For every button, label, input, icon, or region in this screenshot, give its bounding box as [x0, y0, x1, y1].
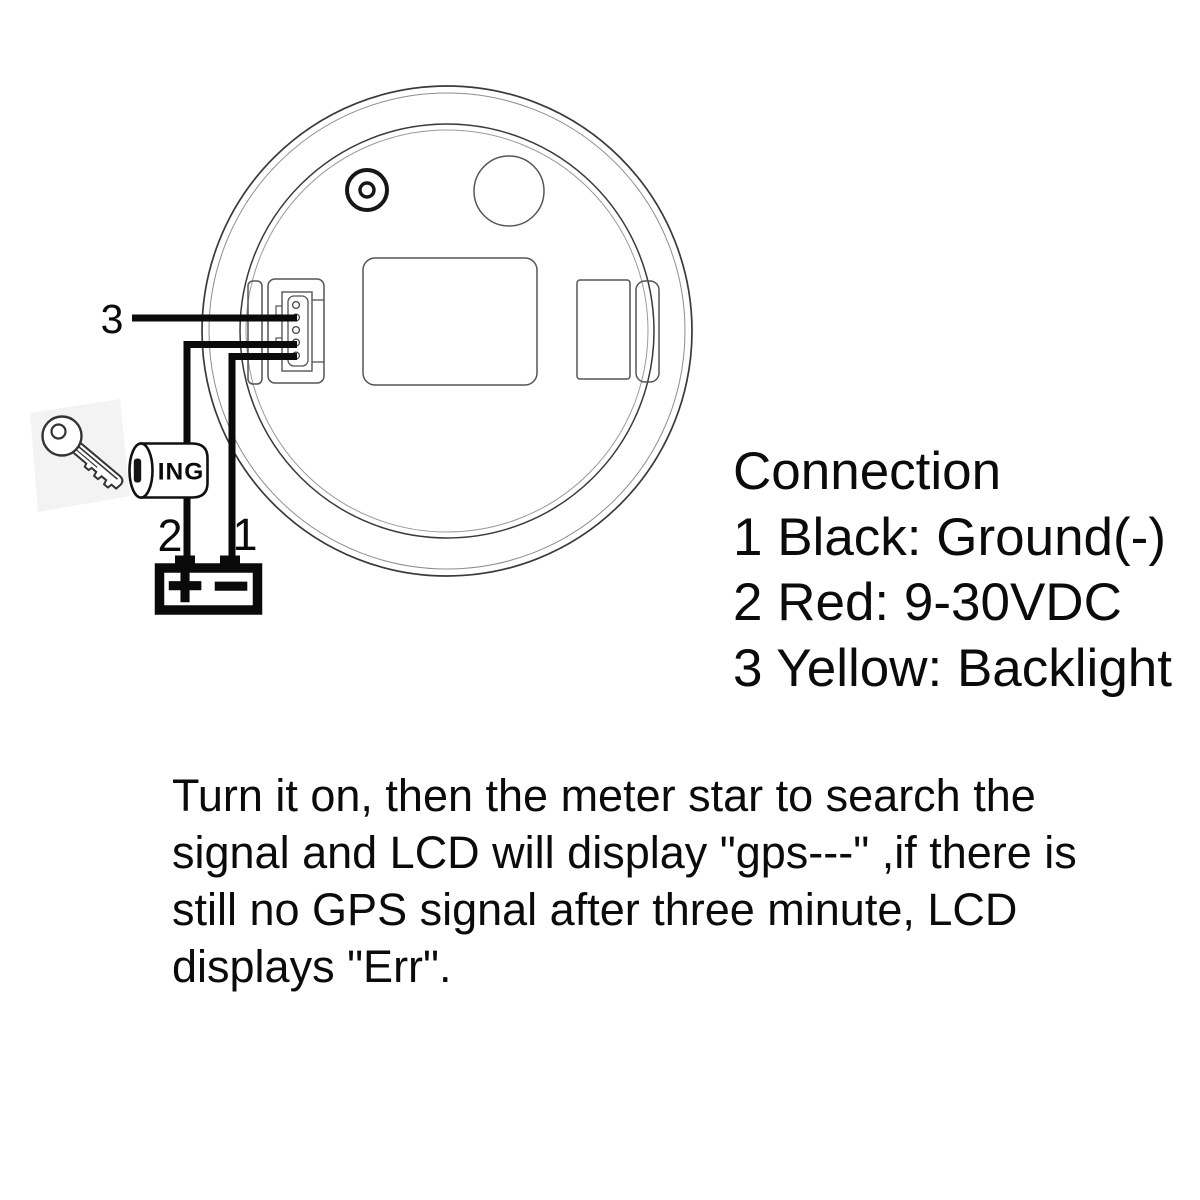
- connection-line: 1 Black: Ground(-): [733, 507, 1166, 567]
- instructions-line: still no GPS signal after three minute, …: [172, 884, 1018, 935]
- gauge-outer-rim: [201, 85, 693, 577]
- connector-pin: [291, 325, 301, 335]
- instructions-text: Turn it on, then the meter star to searc…: [172, 767, 1077, 995]
- instructions-line: signal and LCD will display "gps---" ,if…: [172, 827, 1077, 878]
- key-blade: [70, 440, 124, 490]
- battery-plus-sign: +: [167, 552, 202, 619]
- screw-icon: [345, 168, 389, 212]
- battery-body: [154, 563, 263, 615]
- connection-line: 2 Red: 9-30VDC: [733, 573, 1122, 632]
- key-head-hole: [50, 423, 67, 440]
- instructions-line: displays "Err".: [172, 941, 452, 992]
- keyhole-slot: [133, 458, 142, 483]
- gauge-back-plate-inner-edge: [245, 129, 649, 533]
- ignition-label: ING: [158, 459, 205, 486]
- connection-title: Connection: [733, 442, 1002, 501]
- wire-1-label: 1: [232, 509, 257, 560]
- center-module: [362, 257, 538, 386]
- connection-legend: Connection 1 Black: Ground(-) 2 Red: 9-3…: [733, 439, 1172, 701]
- wire-1-ground: [228, 353, 297, 560]
- ignition-switch: ING: [128, 442, 209, 499]
- gauge-back-plate: [239, 123, 655, 539]
- wire-2-label: 2: [157, 510, 182, 561]
- gauge-outer-rim-inner-edge: [208, 92, 686, 570]
- right-edge-tab: [635, 280, 660, 383]
- key-icon: [30, 399, 130, 512]
- right-slot: [576, 279, 631, 380]
- buzzer-hole: [473, 155, 545, 227]
- gauge-back: [201, 85, 693, 577]
- instructions-line: Turn it on, then the meter star to searc…: [172, 770, 1036, 821]
- ignition-body: [139, 442, 209, 499]
- battery: + −: [154, 551, 263, 620]
- left-edge-tab: [247, 280, 263, 385]
- battery-positive-terminal: [175, 555, 195, 566]
- connector-pin: [291, 300, 301, 310]
- battery-negative-terminal: [220, 555, 240, 566]
- wire-3-label: 3: [101, 296, 124, 342]
- pin-connector: [267, 278, 325, 384]
- connection-line: 3 Yellow: Backlight: [733, 638, 1173, 698]
- battery-minus-sign: −: [213, 552, 248, 619]
